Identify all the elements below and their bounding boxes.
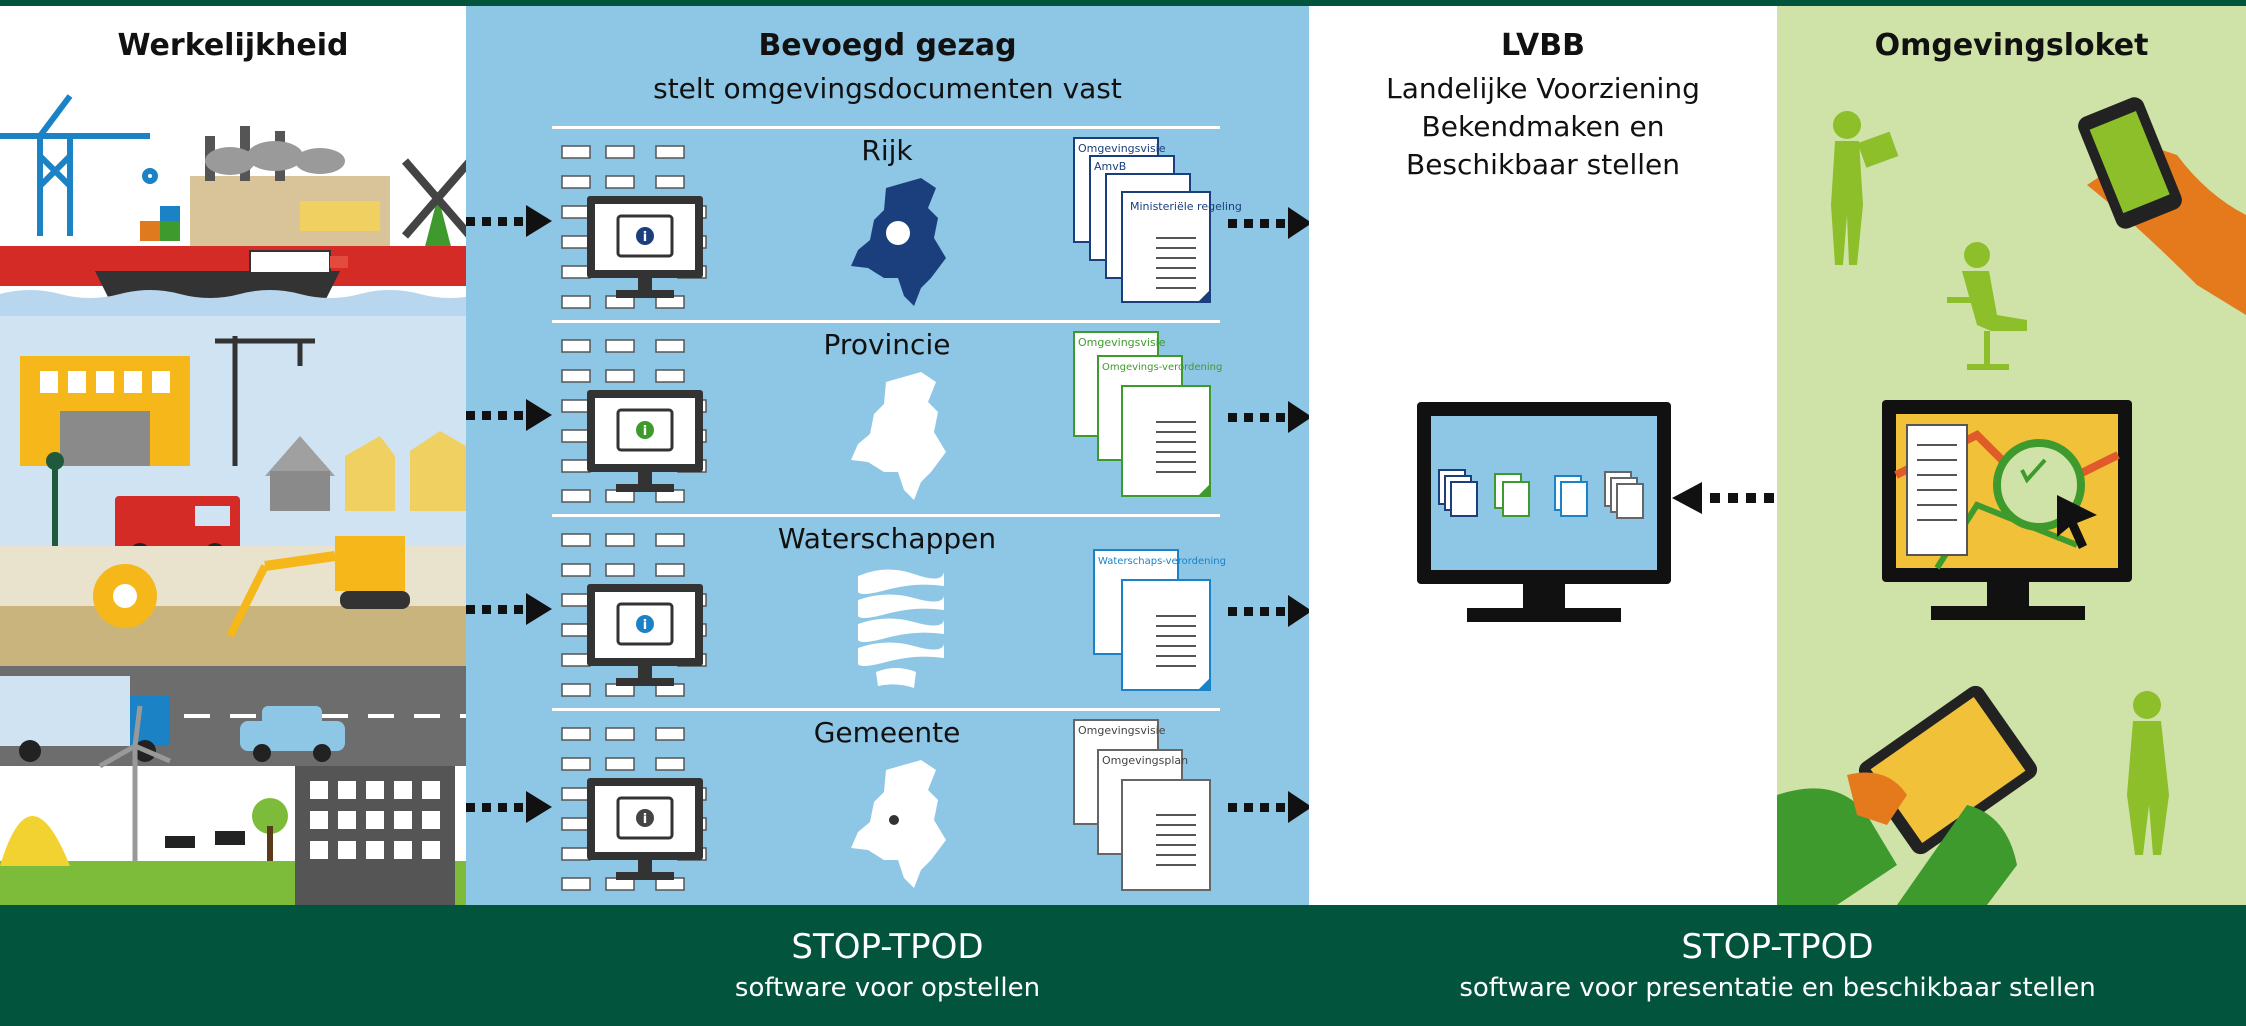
- row-label-waterschappen: Waterschappen: [777, 522, 997, 555]
- output-arrows: [1228, 207, 1312, 823]
- info-icon: [636, 809, 654, 827]
- excavator-icon: [226, 536, 410, 638]
- footer-bar: STOP-TPOD software voor opstellen STOP-T…: [0, 905, 2246, 1026]
- dotted-arrow-icon: [1228, 791, 1312, 823]
- lvbb-subtitle-line: Bekendmaken en: [1421, 110, 1665, 143]
- doc-label: Ministeriële regeling: [1130, 200, 1242, 213]
- tablet-in-hands-icon: [1777, 685, 2038, 905]
- provinces-map-icon: [851, 372, 946, 500]
- monitor-icon: i: [587, 390, 703, 492]
- svg-text:i: i: [643, 230, 647, 245]
- rijk-row-graphics: i Omgevingsvisie AmvB Ministeriële regel…: [561, 137, 1242, 309]
- omgevingsloket-illustration: [1777, 97, 2246, 905]
- footer-right-subtitle: software voor presentatie en beschikbaar…: [1459, 973, 2096, 1003]
- doc-label: Omgevingsvisie: [1078, 336, 1166, 349]
- smartphone-in-hand-icon: [2078, 97, 2246, 315]
- info-icon: [636, 227, 654, 245]
- person-icon: [1831, 111, 1899, 265]
- car-icon: [240, 706, 345, 762]
- document-stack-icon: [1438, 469, 1644, 519]
- lvbb-subtitle-line: Beschikbaar stellen: [1406, 148, 1680, 181]
- harbor-crane-icon: [0, 94, 158, 236]
- seated-person-icon: [1947, 242, 2027, 370]
- row-divider: [552, 708, 1220, 711]
- doc-label: AmvB: [1094, 160, 1126, 173]
- svg-text:i: i: [643, 424, 647, 439]
- doc-label: Omgevingsvisie: [1078, 142, 1166, 155]
- dotted-arrow-icon: [466, 791, 552, 823]
- doc-label: Omgevingsplan: [1102, 754, 1188, 767]
- row-label-gemeente: Gemeente: [813, 716, 961, 749]
- water-boards-map-icon: [857, 569, 944, 688]
- footer-left-subtitle: software voor opstellen: [734, 973, 1041, 1003]
- werkelijkheid-column: Werkelijkheid: [0, 6, 466, 906]
- row-divider: [552, 514, 1220, 517]
- footer-left-title: STOP-TPOD: [791, 927, 984, 967]
- svg-text:i: i: [643, 618, 647, 633]
- standing-person-icon: [2127, 691, 2169, 855]
- doc-label: Waterschaps-verordening: [1098, 556, 1226, 567]
- svg-text:i: i: [643, 812, 647, 827]
- dotted-arrow-icon: [1228, 595, 1312, 627]
- document-stack-icon: Omgevingsvisie Omgevings-verordening: [1073, 331, 1222, 497]
- municipalities-map-icon: [851, 760, 946, 888]
- info-icon: [636, 421, 654, 439]
- waterschappen-row-graphics: i Waterschaps-verordening: [561, 533, 1226, 697]
- construction-crane-icon: [215, 336, 315, 466]
- top-strip: [0, 0, 2246, 6]
- doc-label: Omgevings-verordening: [1102, 362, 1222, 373]
- footer-right-title: STOP-TPOD: [1681, 927, 1874, 967]
- werkelijkheid-illustration: [0, 66, 466, 906]
- omgevingsloket-title: Omgevingsloket: [1874, 28, 2149, 63]
- dotted-arrow-icon: [466, 205, 552, 237]
- dotted-arrow-icon: [466, 399, 552, 431]
- deer-icon: [165, 831, 245, 848]
- omgevingsloket-monitor-icon: [1882, 400, 2132, 620]
- document-stack-icon: Waterschaps-verordening: [1093, 549, 1226, 691]
- row-divider: [552, 126, 1220, 129]
- office-building-icon: [295, 766, 455, 906]
- bevoegd-gezag-subtitle: stelt omgevingsdocumenten vast: [653, 72, 1122, 105]
- factory-icon: [140, 126, 390, 246]
- monitor-icon: i: [587, 584, 703, 686]
- document-stack-icon: Omgevingsvisie AmvB Ministeriële regelin…: [1073, 137, 1242, 303]
- dotted-arrow-icon: [1228, 401, 1312, 433]
- wind-turbine-icon: [98, 705, 171, 861]
- provincie-row-graphics: i Omgevingsvisie Omgevings-verordening: [561, 331, 1222, 503]
- werkelijkheid-title: Werkelijkheid: [117, 28, 349, 63]
- lvbb-subtitle-line: Landelijke Voorziening: [1386, 72, 1700, 105]
- row-label-rijk: Rijk: [861, 134, 913, 167]
- row-label-provincie: Provincie: [823, 328, 951, 361]
- monitor-icon: i: [587, 778, 703, 880]
- warehouse-icon: [20, 356, 190, 466]
- lvbb-title: LVBB: [1501, 28, 1585, 63]
- input-arrows: [466, 205, 552, 823]
- info-icon: [636, 615, 654, 633]
- row-divider: [552, 320, 1220, 323]
- monitor-icon: i: [587, 196, 703, 298]
- dotted-arrow-icon: [1228, 207, 1312, 239]
- truck-icon: [0, 676, 170, 762]
- houses-icon: [265, 431, 466, 511]
- lvbb-monitor-icon: [1417, 402, 1671, 622]
- bevoegd-gezag-title: Bevoegd gezag: [758, 28, 1017, 63]
- dotted-arrow-icon: [466, 593, 552, 625]
- doc-label: Omgevingsvisie: [1078, 724, 1166, 737]
- gemeente-row-graphics: i Omgevingsvisie Omgevingsplan: [561, 719, 1211, 891]
- document-stack-icon: Omgevingsvisie Omgevingsplan: [1073, 719, 1211, 891]
